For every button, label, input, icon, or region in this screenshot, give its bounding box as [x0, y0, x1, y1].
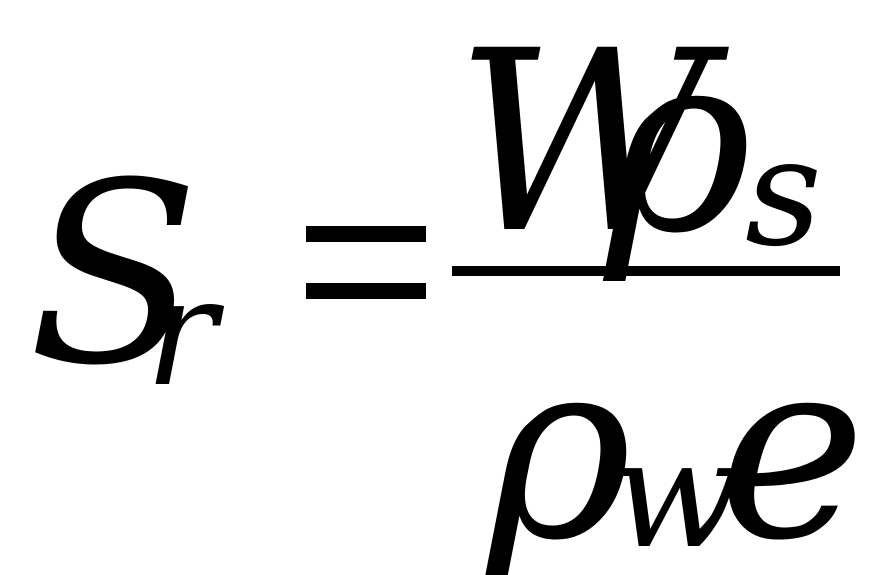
numerator-subscript-s: s [745, 106, 822, 280]
equals-sign-top-bar [306, 226, 426, 242]
denominator-subscript-w: w [612, 408, 741, 575]
fraction-bar [452, 266, 840, 276]
equals-sign-bottom-bar [306, 283, 426, 299]
numerator-symbol-w: W [455, 0, 712, 288]
denominator-symbol-e: e [718, 304, 866, 575]
lhs-subscript-r: r [145, 246, 217, 420]
numerator-symbol-rho: ρ [605, 0, 752, 288]
denominator-symbol-rho: ρ [485, 304, 632, 575]
lhs-symbol-s: S [28, 129, 200, 420]
